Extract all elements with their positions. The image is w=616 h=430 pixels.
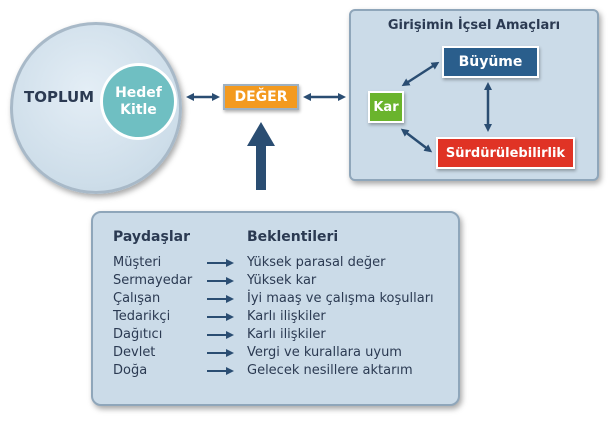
target-line-1: Hedef: [115, 84, 162, 101]
stakeholder-name: Devlet: [113, 345, 156, 360]
row-arrow-head: [226, 295, 234, 303]
stakeholder-expectation: Karlı ilişkiler: [247, 309, 326, 324]
row-arrows: [207, 259, 234, 375]
row-arrow-head: [226, 349, 234, 357]
stakeholder-expectation: Yüksek kar: [247, 273, 317, 288]
stakeholder-name: Sermayedar: [113, 273, 193, 288]
stakeholders-up-arrow: [247, 122, 275, 190]
stakeholders-panel: [91, 211, 460, 406]
stakeholder-name: Tedarikçi: [113, 309, 171, 324]
profit-sustainability-arrow: [400, 128, 433, 153]
stakeholder-name: Müşteri: [113, 255, 162, 270]
row-arrow-head: [226, 331, 234, 339]
target-line-2: Kitle: [120, 101, 157, 118]
stakeholder-name: Dağıtıcı: [113, 327, 163, 342]
internal-goals-title: Girişimin İçsel Amaçları: [387, 18, 561, 33]
value-box: DEĞER: [223, 84, 299, 110]
stakeholder-expectation: Yüksek parasal değer: [247, 255, 386, 270]
stakeholder-expectation: Gelecek nesillere aktarım: [247, 363, 413, 378]
sustainability-box: Sürdürülebilirlik: [436, 137, 575, 169]
stakeholder-name: Çalışan: [113, 291, 161, 306]
profit-growth-arrow: [401, 61, 440, 87]
expectations-header: Beklentileri: [247, 229, 339, 245]
society-label: TOPLUM: [24, 88, 95, 106]
row-arrow-head: [226, 367, 234, 375]
stakeholders-header: Paydaşlar: [113, 229, 190, 245]
target-audience-circle: Hedef Kitle: [100, 63, 177, 140]
stakeholder-name: Doğa: [113, 363, 148, 378]
row-arrow-head: [226, 313, 234, 321]
profit-box: Kar: [368, 91, 404, 123]
stakeholder-expectation: Karlı ilişkiler: [247, 327, 326, 342]
row-arrow-head: [226, 277, 234, 285]
stakeholder-expectation: İyi maaş ve çalışma koşulları: [247, 291, 434, 306]
growth-box: Büyüme: [442, 46, 539, 78]
stakeholder-expectation: Vergi ve kurallara uyum: [247, 345, 402, 360]
row-arrow-head: [226, 259, 234, 267]
